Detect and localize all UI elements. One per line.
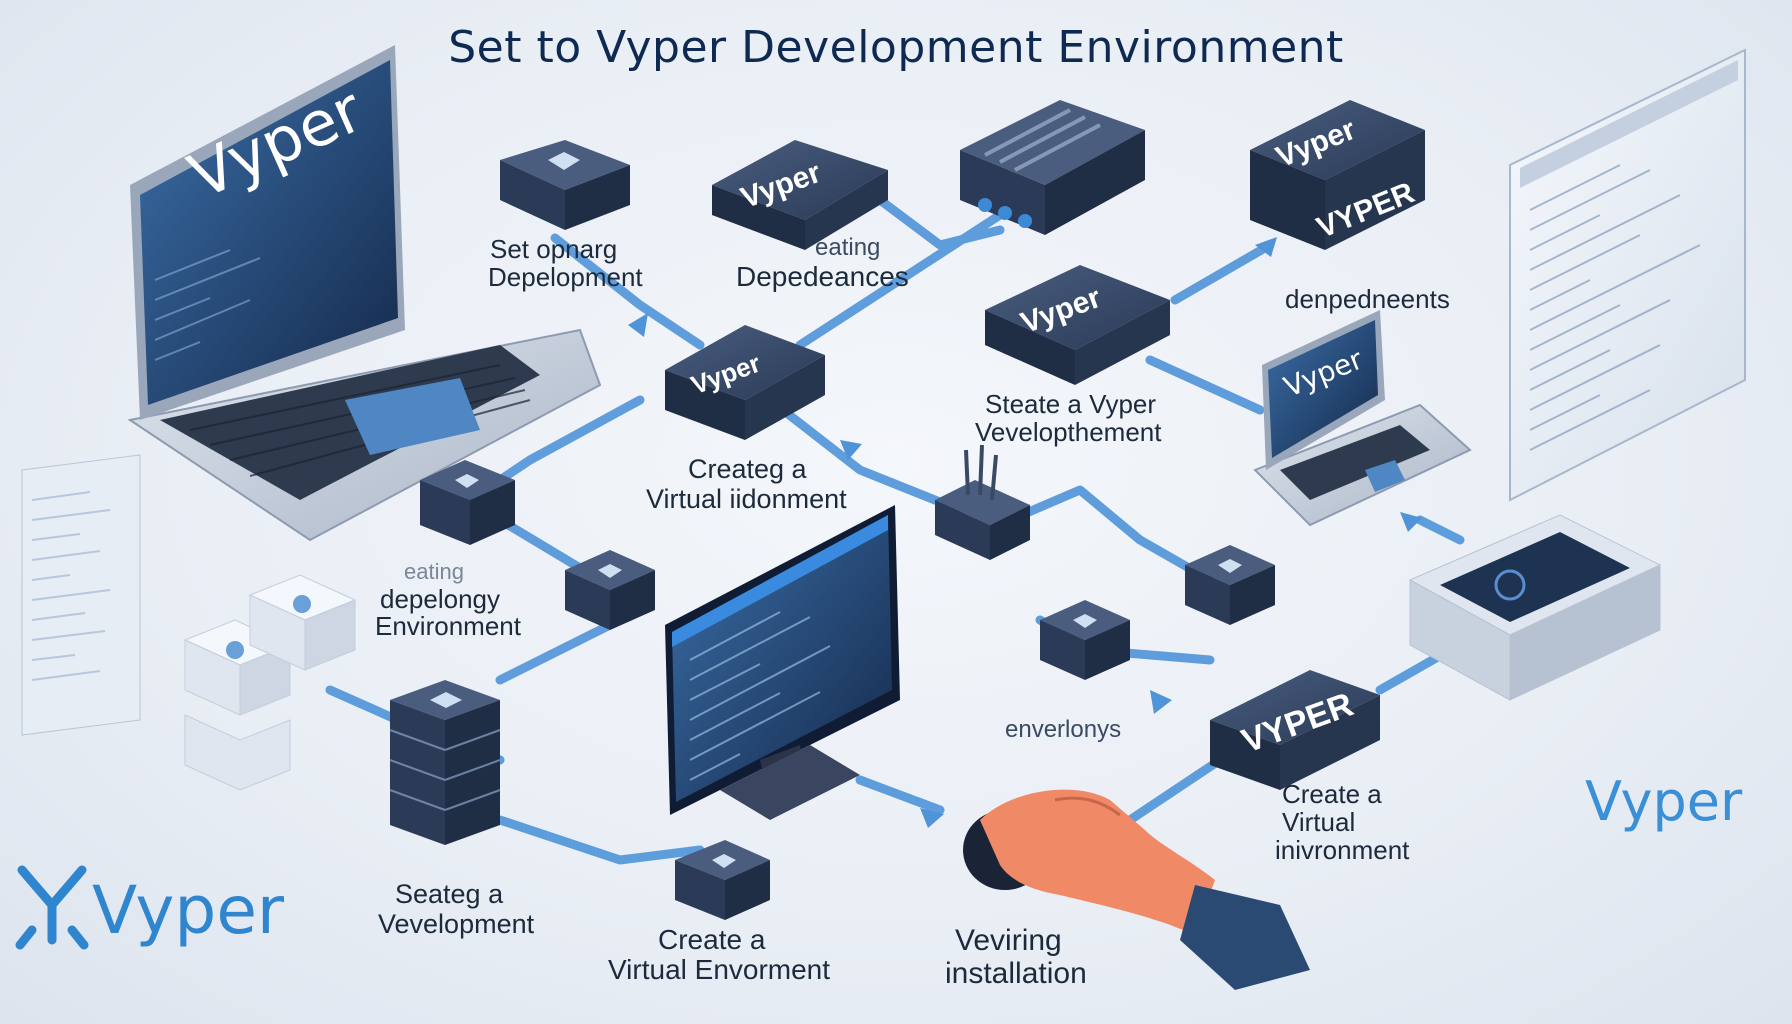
vyper-logo-icon <box>15 865 89 950</box>
vyper-box <box>985 265 1170 385</box>
vyper-box <box>712 140 888 250</box>
step-label: Createg a <box>688 454 807 484</box>
connector-line <box>765 395 965 515</box>
vyper-box <box>665 325 825 440</box>
cube-icon <box>420 460 515 545</box>
open-box-icon <box>1408 514 1662 701</box>
cube-icon <box>1185 545 1275 625</box>
step-label: Seateg a <box>395 879 504 909</box>
cube-icon <box>500 140 630 230</box>
step-label: installation <box>945 957 1087 990</box>
arrowhead <box>628 313 648 337</box>
step-label: Vevelopment <box>378 909 535 939</box>
step-label: enverlonys <box>1005 716 1122 743</box>
step-label: Set opnarg <box>490 234 618 264</box>
arrowhead <box>1255 237 1277 257</box>
connector-line <box>1125 755 1225 825</box>
connector-arrowheads <box>628 237 1422 828</box>
step-label: Depelopment <box>488 262 643 292</box>
cube-stack-icon <box>183 574 357 791</box>
step-label: Virtual <box>1282 807 1356 837</box>
document-sheet-icon <box>21 454 141 736</box>
step-label: Veviring <box>955 924 1062 957</box>
vyper-box-stack <box>1250 100 1425 250</box>
connector-line <box>795 210 1005 350</box>
document-panel-icon <box>1509 48 1746 502</box>
monitor-icon <box>665 505 900 820</box>
cube-icon <box>1040 600 1130 680</box>
server-stack-icon <box>389 680 501 845</box>
brand-wordmark: Vyper <box>92 872 285 949</box>
arrowhead <box>1150 690 1172 714</box>
server-rack-icon <box>960 100 1145 235</box>
step-label: depelongy <box>380 584 500 614</box>
connector-line <box>1170 240 1275 305</box>
step-label: Vevelopthement <box>975 417 1162 447</box>
connector-line <box>1145 355 1265 415</box>
connector-line <box>855 775 945 815</box>
router-icon <box>935 444 1030 560</box>
step-label: eating <box>404 559 464 584</box>
laptop-icon <box>1253 310 1472 527</box>
step-label: Virtual Envorment <box>608 954 831 985</box>
step-label: Environment <box>375 611 521 641</box>
step-label: eating <box>815 234 881 261</box>
step-label: Depedeances <box>736 261 909 292</box>
arrowhead <box>1400 512 1422 532</box>
cube-icon <box>675 840 770 920</box>
cube-icon <box>565 550 655 630</box>
step-label: Create a <box>1282 779 1382 809</box>
step-label: Virtual iidonment <box>646 484 847 514</box>
connector-line <box>1415 515 1465 545</box>
laptop-icon <box>127 45 602 542</box>
arrowhead <box>920 808 944 828</box>
page-title: Set to Vyper Development Environment <box>448 22 1344 73</box>
arrowhead <box>840 440 862 460</box>
connector-line <box>875 195 1005 250</box>
connector-line <box>495 815 705 865</box>
step-label: inivronment <box>1275 835 1410 865</box>
step-label: Steate a Vyper <box>985 389 1157 419</box>
step-label: denpedneents <box>1285 284 1450 314</box>
step-label: Create a <box>658 924 766 955</box>
hand-mouse-icon <box>963 789 1310 990</box>
vyper-box <box>1210 670 1380 790</box>
connector-line <box>550 233 705 350</box>
brand-wordmark: Vyper <box>1585 770 1743 833</box>
connector-line <box>1005 485 1215 585</box>
